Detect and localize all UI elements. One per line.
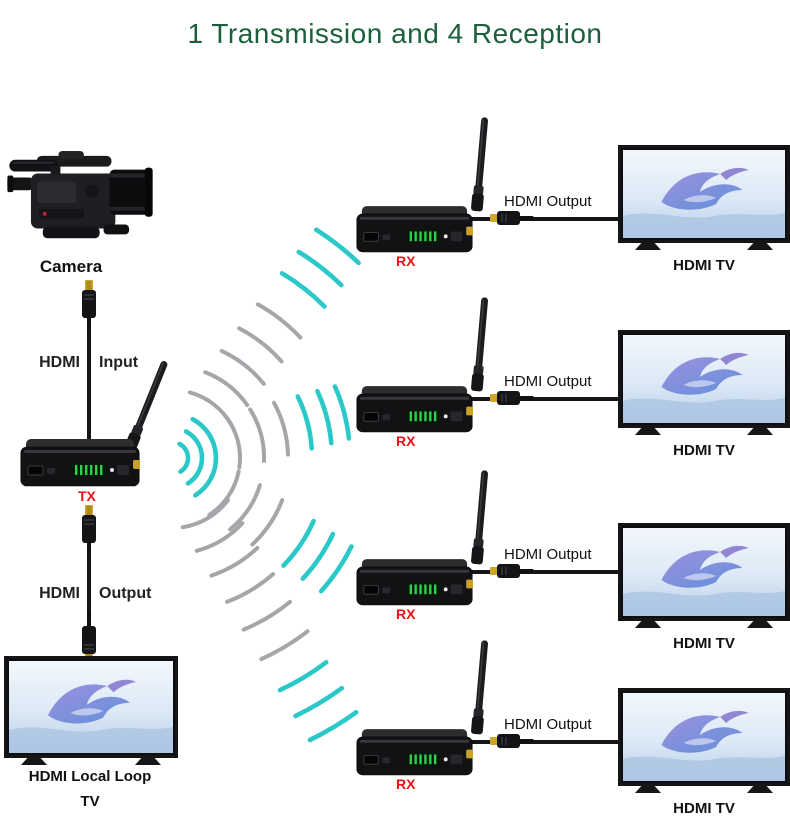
local-tv-label-line1: HDMI Local Loop: [28, 768, 152, 785]
hdmi-cable: [470, 217, 620, 221]
tx-label: TX: [78, 488, 96, 504]
tv-screen: [4, 656, 178, 765]
tx-device: [20, 438, 140, 488]
hdmi-plug-icon: [79, 280, 99, 332]
rx-label: RX: [396, 776, 416, 792]
hdmi-plug-icon: [490, 562, 534, 580]
tv-stand-icon: [747, 783, 773, 793]
hdmi-input-label-right: Input: [99, 354, 139, 371]
tv-artwork: [623, 150, 785, 238]
local-tv: [4, 656, 178, 765]
tv: HDMI TV: [618, 145, 790, 274]
tv-stand-icon: [747, 240, 773, 250]
rx-label: RX: [396, 253, 416, 269]
hdmi-plug-icon: [490, 389, 534, 407]
tv-screen: [618, 688, 790, 793]
hdmi-cable: [87, 330, 91, 446]
rx-device: [356, 385, 473, 434]
tv-artwork: [623, 335, 785, 423]
rx-device: [356, 205, 473, 254]
camera-image: [6, 148, 156, 254]
rx-label: RX: [396, 606, 416, 622]
tv-stand-icon: [135, 755, 161, 765]
hdmi-input-label-left: HDMI: [39, 354, 80, 371]
rx-antenna-icon: [464, 467, 496, 567]
tv-stand-icon: [635, 618, 661, 628]
tv-label: HDMI TV: [673, 800, 735, 816]
tv: HDMI TV: [618, 688, 790, 816]
tv-label: HDMI TV: [673, 635, 735, 652]
tv-screen: [618, 330, 790, 435]
rx-antenna-icon: [464, 294, 496, 394]
hdmi-output-label: HDMI Output: [504, 373, 592, 390]
rx-device: [356, 558, 473, 607]
hdmi-output-label: HDMI Output: [504, 546, 592, 563]
hdmi-plug-icon: [490, 732, 534, 750]
rx-antenna-icon: [464, 637, 496, 737]
hdmi-plug-icon: [79, 505, 99, 557]
tv-stand-icon: [21, 755, 47, 765]
tv-stand-icon: [635, 783, 661, 793]
hdmi-output-label: HDMI Output: [504, 716, 592, 733]
hdmi-output-label-right: Output: [99, 585, 152, 602]
tv-label: HDMI TV: [673, 257, 735, 274]
tv-screen: [618, 523, 790, 628]
page-title: 1 Transmission and 4 Reception: [187, 18, 603, 49]
tv: HDMI TV: [618, 523, 790, 652]
hdmi-cable: [87, 553, 91, 617]
rx-device: [356, 728, 473, 777]
hdmi-cable: [470, 570, 620, 574]
tv-stand-icon: [747, 425, 773, 435]
hdmi-cable: [470, 397, 620, 401]
hdmi-cable: [470, 740, 620, 744]
rx-label: RX: [396, 433, 416, 449]
tv-label: HDMI TV: [673, 442, 735, 459]
hdmi-plug-icon: [490, 209, 534, 227]
tv-artwork: [623, 528, 785, 616]
local-tv-label-line2: TV: [80, 793, 100, 810]
tv-artwork: [623, 693, 785, 781]
tv-stand-icon: [635, 425, 661, 435]
tv-screen: [618, 145, 790, 250]
tv: HDMI TV: [618, 330, 790, 459]
camera-label: Camera: [39, 257, 103, 276]
tv-artwork: [9, 661, 173, 753]
tv-stand-icon: [747, 618, 773, 628]
tv-stand-icon: [635, 240, 661, 250]
hdmi-output-label: HDMI Output: [504, 193, 592, 210]
hdmi-output-label-left: HDMI: [39, 585, 80, 602]
rx-antenna-icon: [464, 114, 496, 214]
